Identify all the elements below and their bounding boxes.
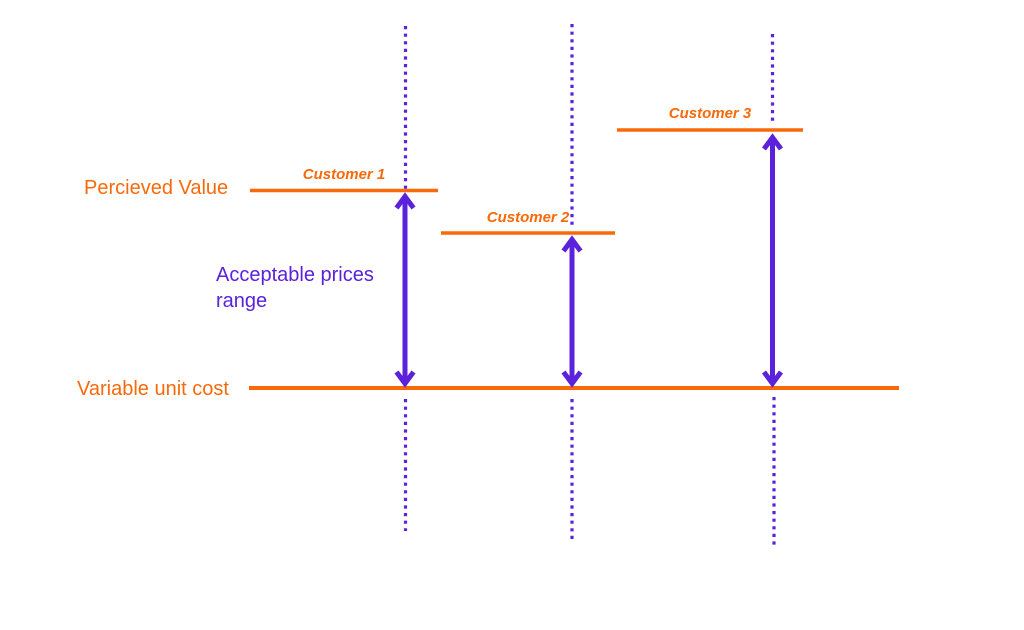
- variable-unit-cost-label: Variable unit cost: [77, 378, 229, 400]
- customer-2-label: Customer 2: [486, 209, 570, 226]
- acceptable-prices-range-label: Acceptable prices range: [216, 264, 374, 312]
- arrow-up-head: [394, 192, 416, 210]
- arrow-down-head: [561, 370, 583, 388]
- range-arrow-customer2: [561, 235, 583, 388]
- range-arrow-customer1: [394, 192, 416, 388]
- arrow-down-head: [394, 370, 416, 388]
- customer-1-label: Customer 1: [302, 166, 386, 183]
- customer-3-label: Customer 3: [668, 105, 752, 122]
- arrow-up-head: [561, 235, 583, 253]
- range-arrow-customer3: [761, 133, 784, 388]
- perceived-value-label: Percieved Value: [84, 177, 229, 199]
- arrow-up-head: [761, 133, 784, 151]
- arrow-down-head: [761, 370, 784, 388]
